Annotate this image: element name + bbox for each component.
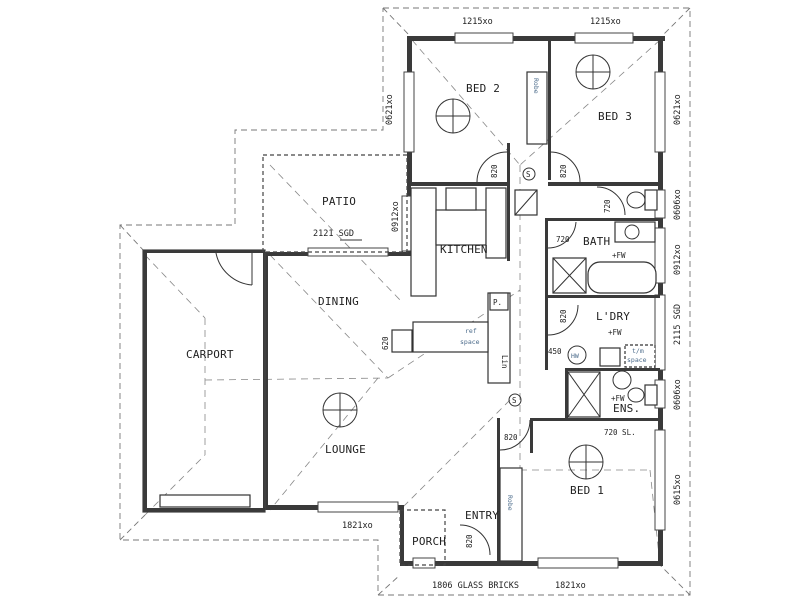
room-label-lounge: LOUNGE (325, 443, 366, 456)
floor-waste-label: +FW (612, 251, 626, 260)
door-width: 720 (556, 235, 570, 244)
room-label-patio: PATIO (322, 195, 356, 208)
smoke-detector-icon (522, 167, 536, 181)
door-width: 820 (465, 534, 474, 548)
room-label-porch: PORCH (412, 535, 446, 548)
patio (262, 154, 408, 253)
roof-outline (119, 7, 691, 596)
room-label-bath: BATH (583, 235, 610, 248)
window-code: 1821xo (555, 581, 586, 591)
linen-label: Lin (500, 355, 509, 369)
window-code: 1821xo (342, 521, 373, 531)
fan-icon (435, 98, 471, 134)
room-label-carport: CARPORT (186, 348, 234, 361)
door-swings (459, 151, 626, 556)
door-width: 820 (504, 433, 518, 442)
robe-label: Robe (506, 495, 514, 511)
room-label-laundry: L'DRY (596, 310, 630, 323)
robe-label: Robe (532, 78, 540, 94)
carport (142, 249, 266, 513)
room-label-bed3: BED 3 (598, 110, 632, 123)
room-label-ensuite: ENS. (613, 402, 640, 415)
window-code: 0615xo (673, 474, 683, 505)
room-label-bed2: BED 2 (466, 82, 500, 95)
door-width: 820 (559, 164, 568, 178)
window-code: 1806 GLASS BRICKS (432, 581, 519, 591)
floor-waste-label: +FW (611, 394, 625, 403)
smoke-label: S (526, 170, 531, 179)
door-width: 820 (559, 309, 568, 323)
door-width: 720 (603, 199, 612, 213)
window-code: 0606xo (673, 379, 683, 410)
hot-water-label: HW (571, 352, 579, 360)
window-code: 0606xo (673, 189, 683, 220)
dimension-labels: 1215xo 1215xo 0621xo 0621xo 0912xo 0606x… (313, 17, 683, 591)
window-code: 1215xo (590, 17, 621, 27)
smoke-label: S (512, 396, 517, 405)
fixture-labels: +FW +FW +FW HW P. Lin ref space t/m spac… (381, 78, 647, 511)
dimension-620: 620 (381, 336, 390, 350)
room-label-dining: DINING (318, 295, 359, 308)
hip-lines (144, 39, 661, 566)
tm-space-label: space (627, 356, 647, 364)
smoke-detector-icon (508, 393, 522, 407)
door-width: 820 (490, 164, 499, 178)
window-code: 0621xo (673, 94, 683, 125)
door-labels: 820 820 720 720 820 820 820 720 SL. (465, 164, 636, 548)
ref-space-label: space (460, 338, 480, 346)
room-label-entry: ENTRY (465, 509, 499, 522)
porch-area (399, 509, 446, 566)
window-code: 1215xo (462, 17, 493, 27)
pantry-label: P. (493, 298, 502, 307)
window-code: 0912xo (673, 244, 683, 275)
window-code: 0621xo (385, 94, 395, 125)
door-width: 720 SL. (604, 428, 636, 437)
bath-fixtures (514, 189, 658, 418)
window-code: 2121 SGD (313, 229, 354, 239)
windows (307, 32, 666, 569)
interior-walls (391, 40, 660, 562)
tm-space-label: t/m (632, 347, 644, 355)
room-labels: BED 2 BED 3 PATIO KITCHEN DINING CARPORT… (186, 82, 640, 548)
room-label-bed1: BED 1 (570, 484, 604, 497)
dimension-450: 450 (548, 347, 562, 356)
floor-waste-label: +FW (608, 328, 622, 337)
room-label-kitchen: KITCHEN (440, 243, 488, 256)
smoke-detectors: S S (508, 167, 536, 407)
fan-icon (322, 392, 358, 428)
window-code: 2115 SGD (673, 304, 683, 345)
fan-icon (575, 54, 611, 90)
window-code: 0912xo (391, 201, 401, 232)
ceiling-fans (322, 54, 611, 480)
fan-icon (568, 444, 604, 480)
ref-space-label: ref (465, 327, 477, 335)
